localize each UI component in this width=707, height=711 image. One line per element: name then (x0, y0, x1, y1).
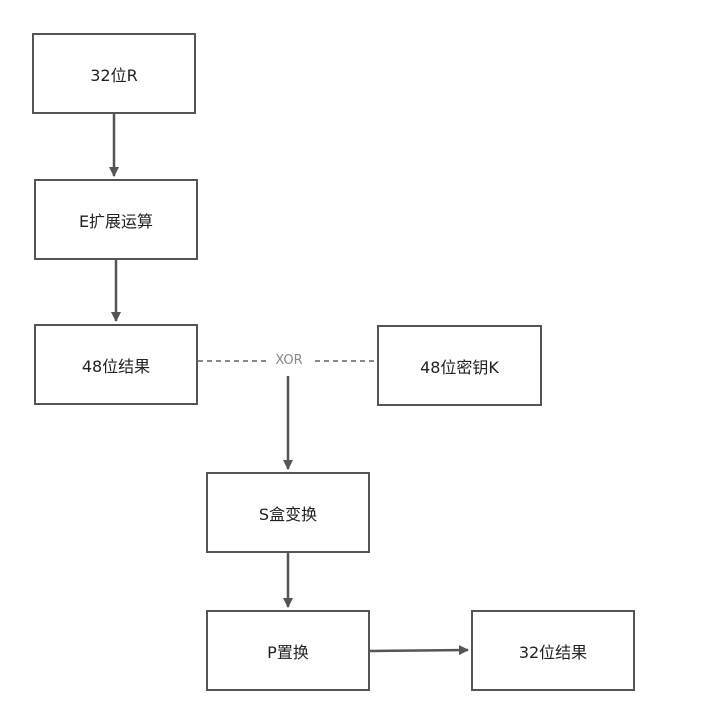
node-label: 32位结果 (518, 642, 588, 662)
xor-label: XOR (266, 351, 312, 371)
node-48bit-key: 48位密钥K (377, 325, 542, 406)
node-label: 48位结果 (81, 356, 151, 376)
arrow-p-to-out (369, 645, 469, 656)
node-e-expansion: E扩展运算 (34, 179, 198, 260)
node-48bit-result: 48位结果 (34, 324, 198, 405)
node-p-permutation: P置换 (206, 610, 370, 691)
node-label: S盒变换 (258, 504, 318, 524)
node-label: P置换 (267, 642, 309, 662)
node-label: 48位密钥K (420, 357, 499, 377)
node-32bit-r: 32位R (32, 33, 196, 114)
node-32bit-result: 32位结果 (471, 610, 635, 691)
node-s-box: S盒变换 (206, 472, 370, 553)
node-label: E扩展运算 (78, 211, 154, 231)
node-label: 32位R (90, 65, 138, 85)
